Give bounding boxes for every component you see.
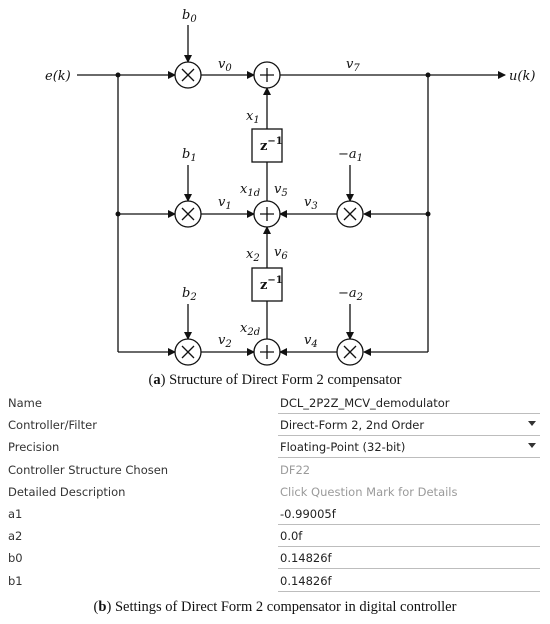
svg-text:b0: b0: [182, 8, 197, 25]
coef-a2: −a: [338, 286, 357, 301]
settings-label: a2: [8, 529, 23, 544]
caption-b: (b) Settings of Direct Form 2 compensato…: [93, 599, 457, 615]
svg-text:−a1: −a1: [338, 147, 363, 164]
settings-value: 0.14826f: [280, 551, 332, 566]
settings-row: Controller Structure Chosen DF22: [0, 460, 550, 482]
settings-label: Precision: [8, 440, 60, 455]
settings-row: a2 0.0f: [0, 526, 550, 548]
settings-value: Direct-Form 2, 2nd Order: [280, 418, 425, 433]
settings-label: Detailed Description: [8, 484, 126, 499]
signal-v1: v1: [218, 195, 232, 212]
settings-value: DF22: [280, 462, 311, 477]
settings-row: Name DCL_2P2Z_MCV_demodulator: [0, 393, 550, 415]
settings-input[interactable]: -0.99005f: [278, 504, 540, 525]
signal-v0: v0: [218, 57, 232, 74]
signal-v2: v2: [218, 333, 232, 350]
settings-row: Detailed Description Click Question Mark …: [0, 482, 550, 504]
coef-b1: b: [182, 147, 190, 162]
input-label: e(k): [45, 69, 71, 84]
settings-label: Name: [8, 396, 42, 410]
signal-v3: v3: [304, 195, 318, 212]
svg-text:b2: b2: [182, 286, 197, 303]
signal-v5: v5: [274, 182, 288, 199]
svg-text:b1: b1: [182, 147, 197, 164]
settings-input[interactable]: 0.14826f: [278, 571, 540, 592]
chevron-down-icon[interactable]: [528, 421, 536, 427]
delay-label-2: z: [260, 278, 267, 293]
settings-input[interactable]: 0.0f: [278, 526, 540, 548]
settings-value: DCL_2P2Z_MCV_demodulator: [280, 396, 450, 410]
settings-label: b0: [8, 551, 23, 566]
settings-row: a1 -0.99005f: [0, 504, 550, 526]
signal-v7: v7: [346, 57, 360, 74]
settings-value: 0.0f: [280, 529, 303, 544]
delay-label-1: z: [260, 139, 267, 154]
settings-input[interactable]: DCL_2P2Z_MCV_demodulator: [278, 393, 540, 414]
direct-form-2-diagram: z−1 z−1 e(k) u(k) b0 b1 b2 −a1 −a2 v0 v1…: [45, 8, 535, 366]
settings-row: b1 0.14826f: [0, 571, 550, 593]
settings-value: 0.14826f: [280, 573, 332, 588]
signal-v4: v4: [304, 333, 318, 350]
settings-input[interactable]: 0.14826f: [278, 548, 540, 570]
settings-label: Controller/Filter: [8, 418, 97, 433]
svg-text:z−1: z−1: [260, 275, 283, 293]
settings-label: a1: [8, 506, 23, 521]
chevron-down-icon[interactable]: [528, 443, 536, 449]
delay-block-1: [251, 128, 283, 163]
signal-x2d: x2d: [240, 321, 260, 338]
settings-select[interactable]: Floating-Point (32-bit): [278, 437, 540, 459]
signal-x2: x2: [246, 247, 260, 264]
coef-b0: b: [182, 8, 190, 23]
settings-row: b0 0.14826f: [0, 548, 550, 570]
settings-value: Floating-Point (32-bit): [280, 440, 406, 455]
settings-readonly-field: Click Question Mark for Details: [278, 482, 540, 503]
svg-text:z−1: z−1: [260, 136, 283, 154]
settings-row: Controller/Filter Direct-Form 2, 2nd Orde…: [0, 415, 550, 437]
settings-label: b1: [8, 573, 23, 588]
settings-value: -0.99005f: [280, 506, 336, 521]
settings-select[interactable]: Direct-Form 2, 2nd Order: [278, 415, 540, 437]
svg-text:−a2: −a2: [338, 286, 363, 303]
signal-x1d: x1d: [240, 182, 260, 199]
output-label: u(k): [509, 69, 535, 84]
signal-v6: v6: [274, 245, 288, 262]
delay-block-2: [251, 267, 283, 302]
settings-row: Precision Floating-Point (32-bit): [0, 437, 550, 459]
settings-value: Click Question Mark for Details: [280, 484, 458, 499]
coef-a1: −a: [338, 147, 357, 162]
settings-label: Controller Structure Chosen: [8, 462, 169, 477]
coef-b2: b: [182, 286, 190, 301]
settings-readonly-field: DF22: [278, 460, 540, 481]
caption-a: (a) Structure of Direct Form 2 compensat…: [148, 372, 402, 388]
signal-x1: x1: [246, 109, 260, 126]
